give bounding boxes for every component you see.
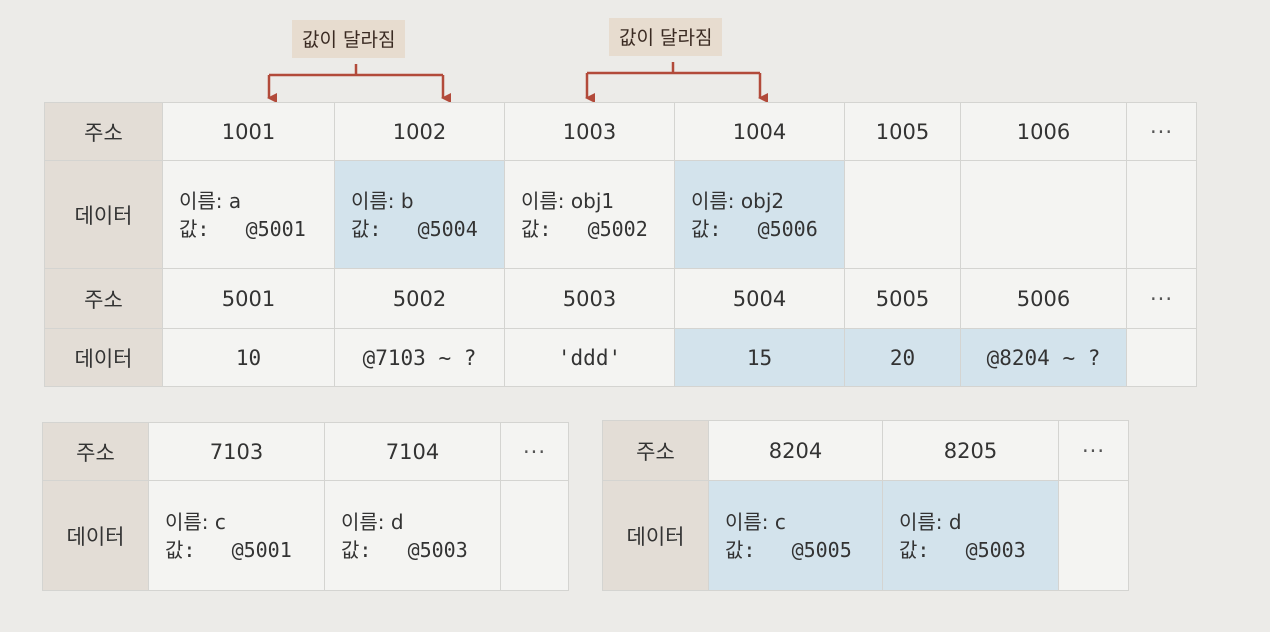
data-cell-highlighted: 이름: c 값: @5005 [708, 480, 883, 591]
address-cell: 5004 [674, 268, 845, 329]
value-cell: 10 [162, 328, 335, 387]
address-cell: 7104 [324, 422, 501, 481]
var-value: 값: @5005 [725, 537, 852, 562]
value-cell-highlighted: @8204 ~ ? [960, 328, 1127, 387]
data-cell: 이름: a 값: @5001 [162, 160, 335, 269]
address-cell: 1001 [162, 102, 335, 161]
data-cell-highlighted: 이름: d 값: @5003 [882, 480, 1059, 591]
data-header: 데이터 [42, 480, 149, 591]
empty-cell [960, 160, 1127, 269]
data-cell: 이름: c 값: @5001 [148, 480, 325, 591]
empty-cell [500, 480, 569, 591]
data-header: 데이터 [602, 480, 709, 591]
address-cell: 7103 [148, 422, 325, 481]
address-header: 주소 [44, 102, 163, 161]
ellipsis-cell: ··· [1058, 420, 1129, 481]
var-value: 값: @5001 [179, 216, 306, 241]
data-row-1: 데이터 이름: a 값: @5001 이름: b 값: @5004 이름: ob… [44, 160, 1197, 269]
var-value: 값: @5003 [341, 537, 468, 562]
var-value: 값: @5002 [521, 216, 648, 241]
empty-cell [844, 160, 961, 269]
var-value: 값: @5003 [899, 537, 1026, 562]
var-value: 값: @5004 [351, 216, 478, 241]
address-cell: 5003 [504, 268, 675, 329]
value-cell-highlighted: 20 [844, 328, 961, 387]
var-name: 이름: c [725, 509, 786, 534]
data-header: 데이터 [44, 160, 163, 269]
address-row: 주소 8204 8205 ··· [602, 420, 1129, 481]
address-header: 주소 [602, 420, 709, 481]
address-cell: 5006 [960, 268, 1127, 329]
var-name: 이름: a [179, 188, 242, 213]
address-cell: 5002 [334, 268, 505, 329]
address-cell: 8205 [882, 420, 1059, 481]
bracket-arrow-2 [585, 62, 768, 103]
address-row: 주소 7103 7104 ··· [42, 422, 569, 481]
address-header: 주소 [44, 268, 163, 329]
address-row-2: 주소 5001 5002 5003 5004 5005 5006 ··· [44, 268, 1197, 329]
address-cell: 1004 [674, 102, 845, 161]
value-cell: @7103 ~ ? [334, 328, 505, 387]
value-cell: 'ddd' [504, 328, 675, 387]
data-cell-highlighted: 이름: b 값: @5004 [334, 160, 505, 269]
data-row: 데이터 이름: c 값: @5005 이름: d 값: @5003 [602, 480, 1129, 591]
value-cell-highlighted: 15 [674, 328, 845, 387]
callout-value-changed-1: 값이 달라짐 [292, 20, 406, 58]
address-cell: 1002 [334, 102, 505, 161]
callout-value-changed-2: 값이 달라짐 [609, 18, 723, 56]
empty-cell [1126, 160, 1197, 269]
address-cell: 1006 [960, 102, 1127, 161]
address-cell: 5001 [162, 268, 335, 329]
ellipsis-cell: ··· [1126, 268, 1197, 329]
address-cell: 8204 [708, 420, 883, 481]
memory-table-7103: 주소 7103 7104 ··· 데이터 이름: c 값: @5001 이름: … [42, 422, 569, 591]
memory-table-8204: 주소 8204 8205 ··· 데이터 이름: c 값: @5005 이름: … [602, 420, 1129, 591]
bracket-arrow-1 [267, 64, 451, 103]
address-cell: 5005 [844, 268, 961, 329]
var-name: 이름: b [351, 188, 414, 213]
var-name: 이름: c [165, 509, 226, 534]
data-cell-highlighted: 이름: obj2 값: @5006 [674, 160, 845, 269]
var-value: 값: @5001 [165, 537, 292, 562]
address-row-1: 주소 1001 1002 1003 1004 1005 1006 ··· [44, 102, 1197, 161]
empty-cell [1058, 480, 1129, 591]
var-name: 이름: obj1 [521, 188, 615, 213]
empty-cell [1126, 328, 1197, 387]
var-name: 이름: d [341, 509, 404, 534]
address-cell: 1003 [504, 102, 675, 161]
var-value: 값: @5006 [691, 216, 818, 241]
address-cell: 1005 [844, 102, 961, 161]
address-header: 주소 [42, 422, 149, 481]
data-cell: 이름: obj1 값: @5002 [504, 160, 675, 269]
memory-table-main: 주소 1001 1002 1003 1004 1005 1006 ··· 데이터… [44, 102, 1197, 387]
data-header: 데이터 [44, 328, 163, 387]
var-name: 이름: obj2 [691, 188, 785, 213]
data-row-2: 데이터 10 @7103 ~ ? 'ddd' 15 20 @8204 ~ ? [44, 328, 1197, 387]
var-name: 이름: d [899, 509, 962, 534]
data-row: 데이터 이름: c 값: @5001 이름: d 값: @5003 [42, 480, 569, 591]
ellipsis-cell: ··· [500, 422, 569, 481]
data-cell: 이름: d 값: @5003 [324, 480, 501, 591]
ellipsis-cell: ··· [1126, 102, 1197, 161]
